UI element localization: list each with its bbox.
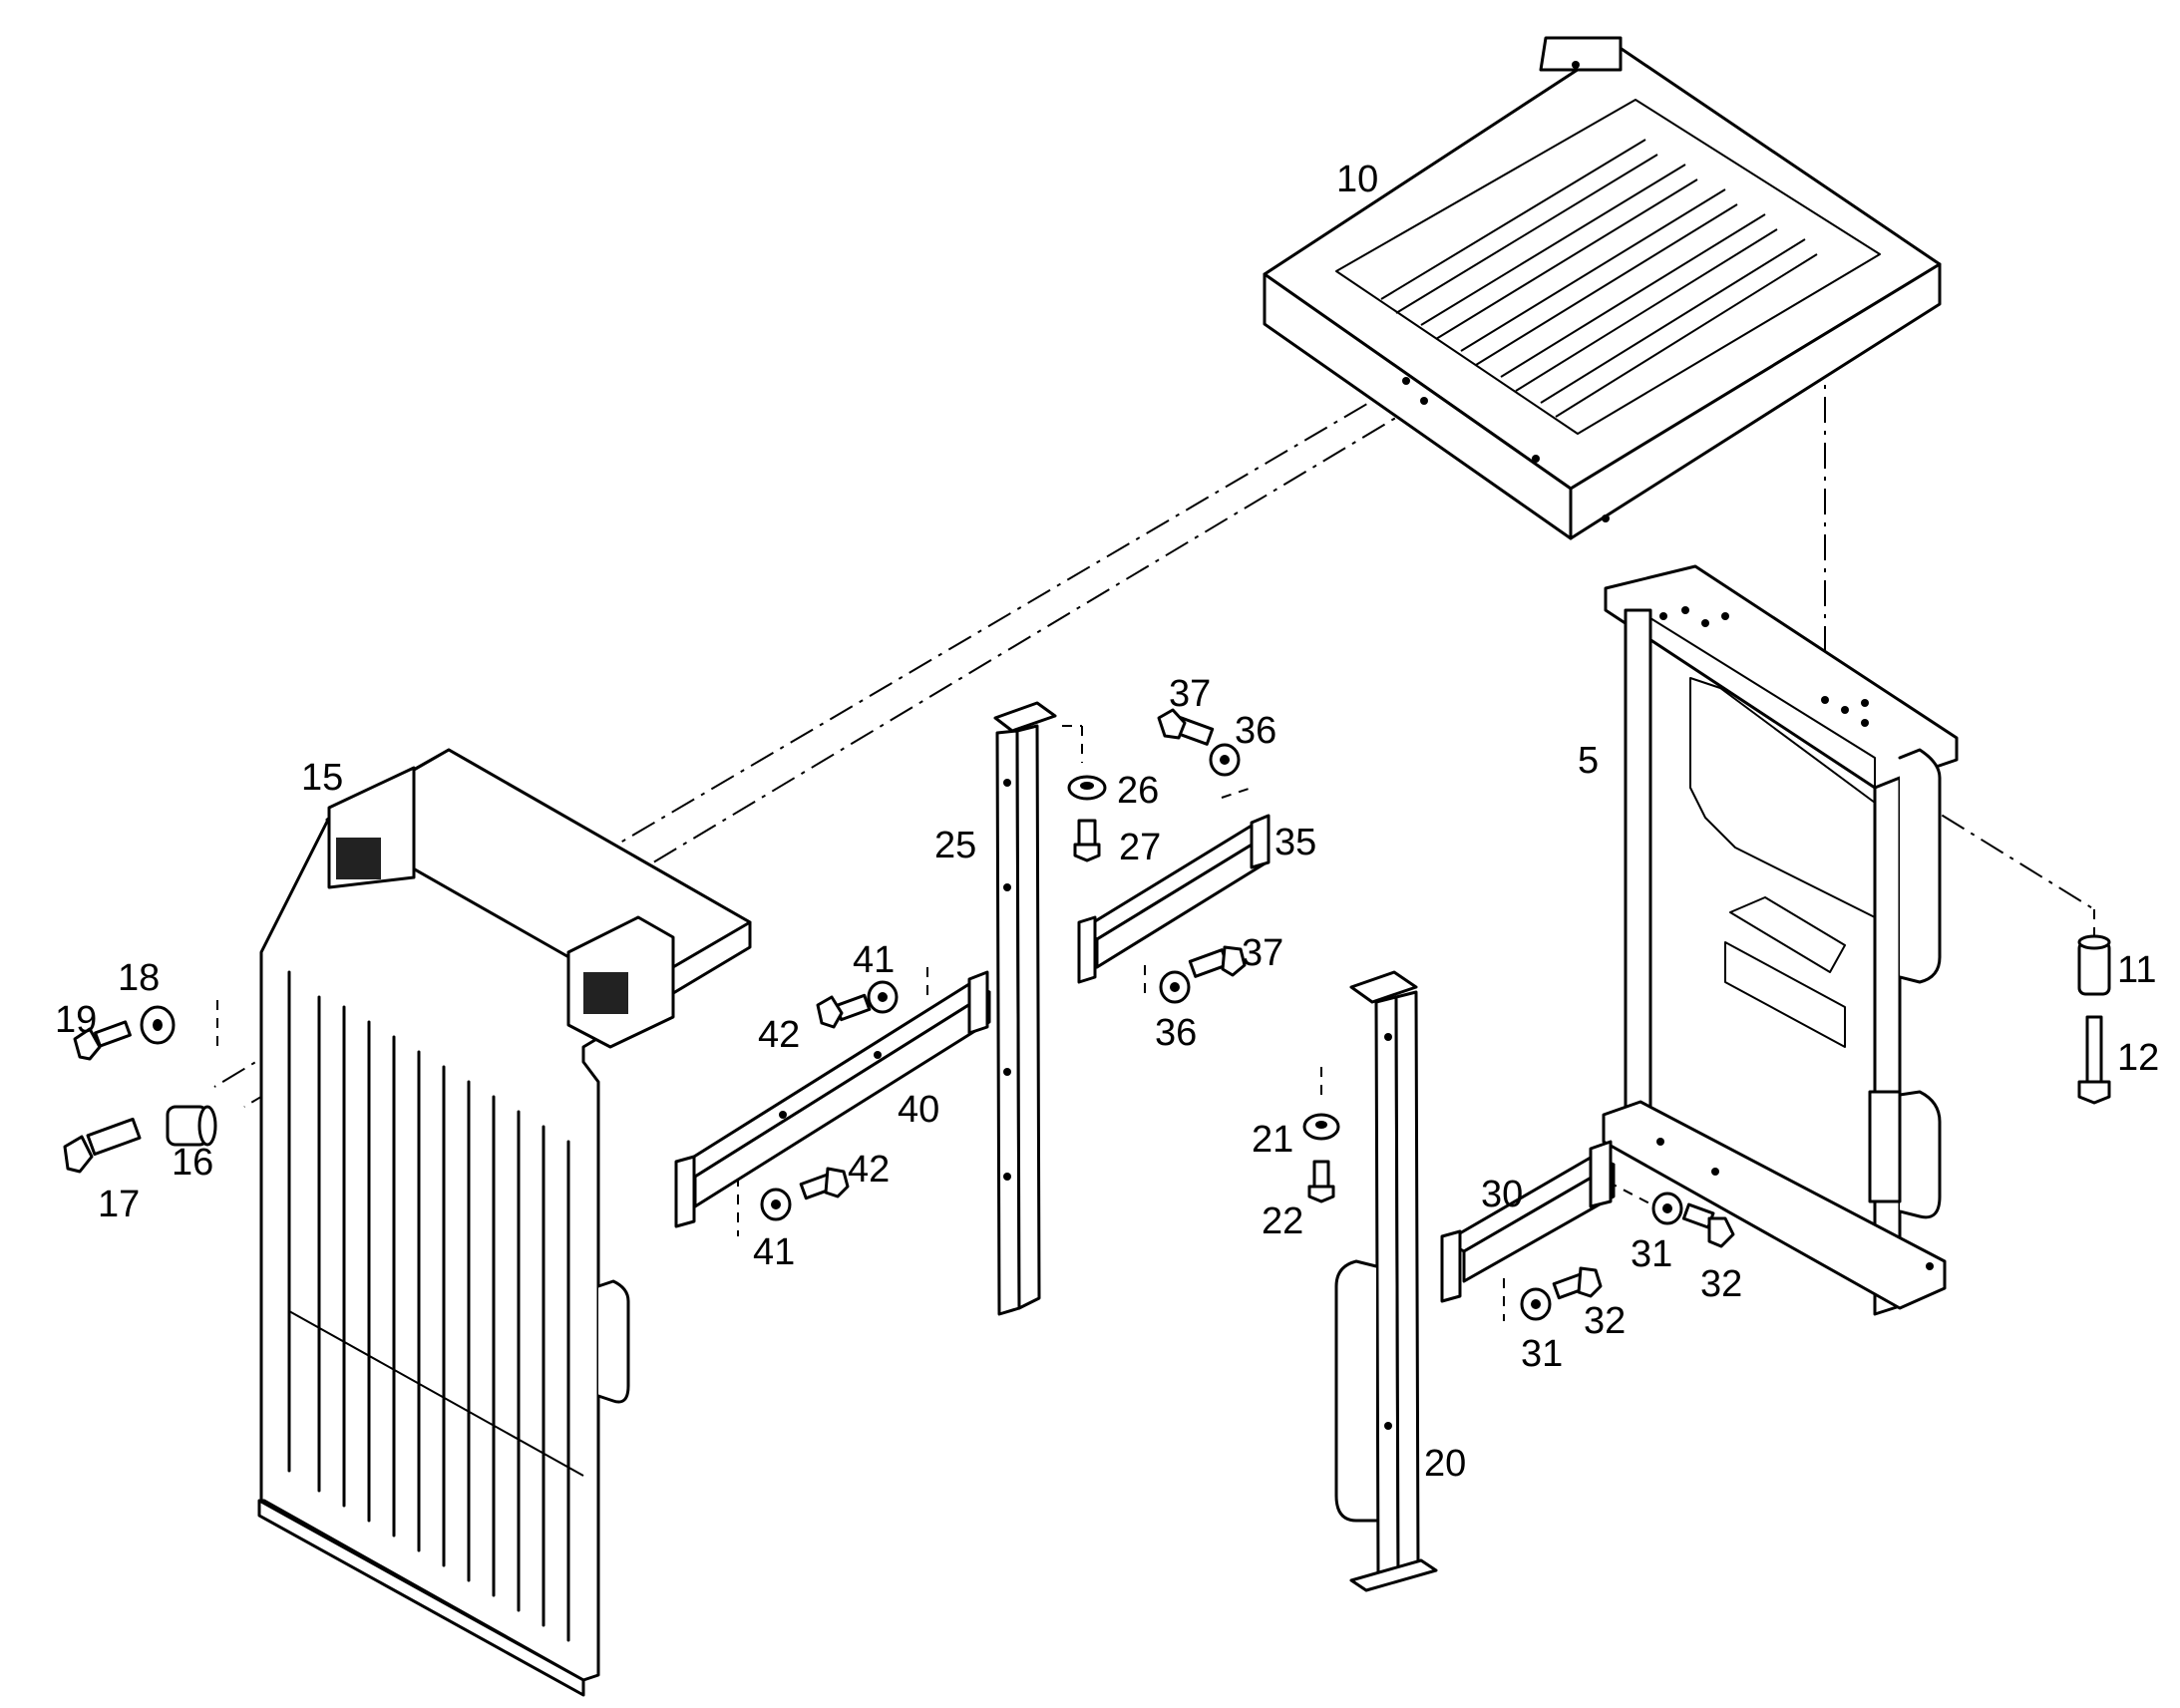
callout-42b: 42: [848, 1149, 890, 1191]
callout-18: 18: [118, 957, 160, 999]
part-42a-bolt: [816, 993, 872, 1029]
part-27-bolt: [1073, 819, 1101, 862]
callout-15: 15: [301, 757, 343, 799]
callout-20: 20: [1424, 1443, 1466, 1485]
frame-handle-lower: [1898, 1090, 1942, 1219]
part-42b-bolt: [799, 1167, 850, 1200]
part-32a-bolt: [1681, 1202, 1735, 1248]
part-30-bracket: [1440, 1140, 1616, 1303]
part-18-washer: [140, 1005, 176, 1045]
callout-37b: 37: [1242, 932, 1283, 974]
light-cluster-right: [583, 972, 628, 1014]
callout-22: 22: [1262, 1200, 1303, 1242]
callout-41a: 41: [853, 939, 895, 981]
callout-19: 19: [55, 999, 97, 1041]
part-5-rear-frame: [1602, 564, 1959, 1316]
part-12-bolt: [2077, 1015, 2111, 1105]
callout-40: 40: [898, 1089, 939, 1131]
part-17-bolt: [63, 1117, 142, 1174]
callout-32b: 32: [1584, 1300, 1626, 1342]
part-37b-bolt: [1188, 945, 1247, 978]
part-32b-bolt: [1552, 1266, 1603, 1300]
callout-12: 12: [2117, 1037, 2159, 1079]
part-10-top-grate: [1263, 36, 1942, 540]
part-40-bracket: [674, 970, 991, 1228]
part-31b-washer: [1520, 1287, 1552, 1321]
callout-labels: 5 10 11 12 15 16 17 18 19 20 21 22 25 26…: [55, 159, 2159, 1485]
callout-27: 27: [1119, 827, 1161, 868]
callout-26: 26: [1117, 770, 1159, 812]
callout-16: 16: [172, 1142, 213, 1184]
part-11-spacer: [2077, 934, 2111, 996]
part-35-bracket: [1077, 814, 1271, 984]
part-19-bolt: [73, 1020, 132, 1061]
part-15-front-grille: [257, 748, 752, 1697]
frame-handle-upper: [1898, 748, 1942, 984]
callout-36a: 36: [1235, 710, 1276, 752]
part-41a-washer: [867, 980, 899, 1014]
part-37a-bolt: [1157, 708, 1215, 746]
callout-21: 21: [1252, 1119, 1293, 1161]
callout-31a: 31: [1631, 1233, 1672, 1275]
callout-5: 5: [1578, 740, 1599, 782]
callout-30: 30: [1481, 1174, 1523, 1215]
callout-25: 25: [934, 825, 976, 866]
callout-11: 11: [2117, 949, 2156, 991]
part-26-washer: [1067, 775, 1107, 801]
part-36b-washer: [1159, 970, 1191, 1004]
callout-17: 17: [98, 1184, 140, 1225]
callout-37a: 37: [1169, 673, 1211, 715]
callout-35: 35: [1274, 822, 1316, 863]
part-41b-washer: [760, 1188, 792, 1221]
light-cluster-left: [336, 838, 381, 879]
callout-31b: 31: [1521, 1333, 1563, 1375]
callout-10: 10: [1336, 159, 1378, 200]
callout-42a: 42: [758, 1014, 800, 1056]
part-20-front-post: [1334, 970, 1438, 1592]
callout-36b: 36: [1155, 1012, 1197, 1054]
part-25-vertical-post: [993, 701, 1057, 1316]
grille-vents: [287, 970, 570, 1642]
part-31a-washer: [1651, 1192, 1683, 1225]
callout-41b: 41: [753, 1231, 795, 1273]
part-21-washer: [1302, 1113, 1340, 1141]
grate-slats: [1380, 139, 1818, 418]
callout-32a: 32: [1700, 1263, 1742, 1305]
part-36a-washer: [1209, 743, 1241, 777]
part-22-bolt: [1307, 1160, 1335, 1203]
part-16-spacer: [166, 1105, 217, 1147]
